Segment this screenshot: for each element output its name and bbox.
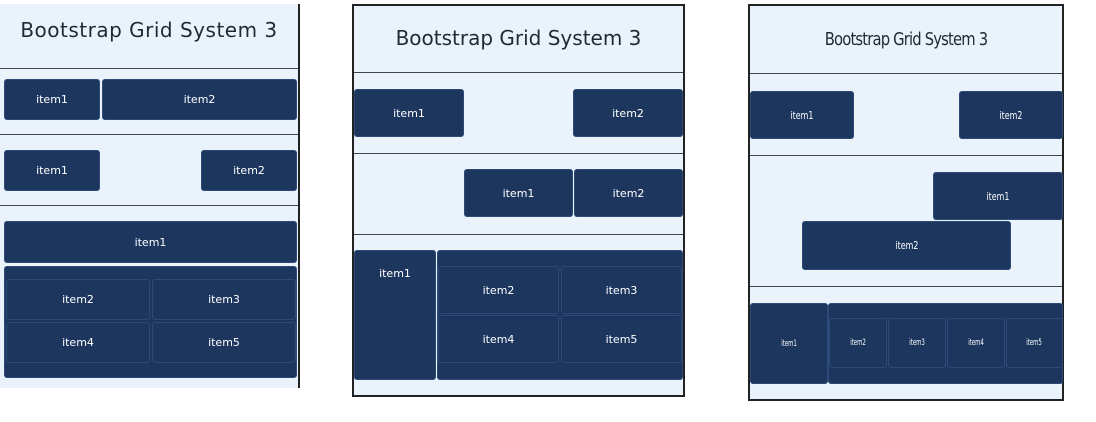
row2-item1: item1	[4, 150, 100, 191]
row1-item2: item2	[959, 91, 1063, 139]
row1-item2: item2	[573, 89, 683, 137]
grid-panel-1: Bootstrap Grid System 3 item1 item2 item…	[0, 4, 300, 388]
row3-item3: item3	[152, 279, 296, 320]
row2-item2: item2	[802, 221, 1011, 270]
row3-item5: item5	[561, 315, 682, 363]
row3-item4: item4	[438, 315, 559, 363]
row3-item4: item4	[947, 318, 1005, 368]
row-divider	[0, 205, 298, 206]
row-divider	[0, 134, 298, 135]
row3-item2: item2	[829, 318, 887, 368]
row1-item2: item2	[102, 79, 297, 120]
row3-item2: item2	[438, 266, 559, 314]
row-divider	[750, 286, 1062, 287]
panel-title: Bootstrap Grid System 3	[395, 26, 642, 50]
panel-title: Bootstrap Grid System 3	[824, 29, 988, 50]
row3-item1: item1	[354, 250, 436, 380]
row3-item5: item5	[152, 322, 296, 363]
grid-panel-3: Bootstrap Grid System 3 item1 item2 item…	[748, 4, 1064, 401]
row-divider	[354, 153, 683, 154]
row2-item2: item2	[201, 150, 297, 191]
row3-item1: item1	[4, 221, 297, 263]
row-divider	[750, 73, 1062, 74]
row1-item1: item1	[750, 91, 854, 139]
row2-item1: item1	[933, 172, 1063, 220]
row-divider	[354, 72, 683, 73]
row3-item5: item5	[1006, 318, 1063, 368]
grid-panel-2: Bootstrap Grid System 3 item1 item2 item…	[352, 4, 685, 397]
row3-item3: item3	[561, 266, 682, 314]
row1-item1: item1	[354, 89, 464, 137]
row2-item1: item1	[464, 169, 573, 217]
row3-item3: item3	[888, 318, 946, 368]
row-divider	[354, 234, 683, 235]
panel-title: Bootstrap Grid System 3	[20, 18, 278, 42]
row3-item2: item2	[6, 279, 150, 320]
row-divider	[750, 155, 1062, 156]
row2-item2: item2	[574, 169, 683, 217]
row3-item1: item1	[750, 303, 828, 384]
row-divider	[0, 68, 298, 69]
row1-item1: item1	[4, 79, 100, 120]
row3-item4: item4	[6, 322, 150, 363]
